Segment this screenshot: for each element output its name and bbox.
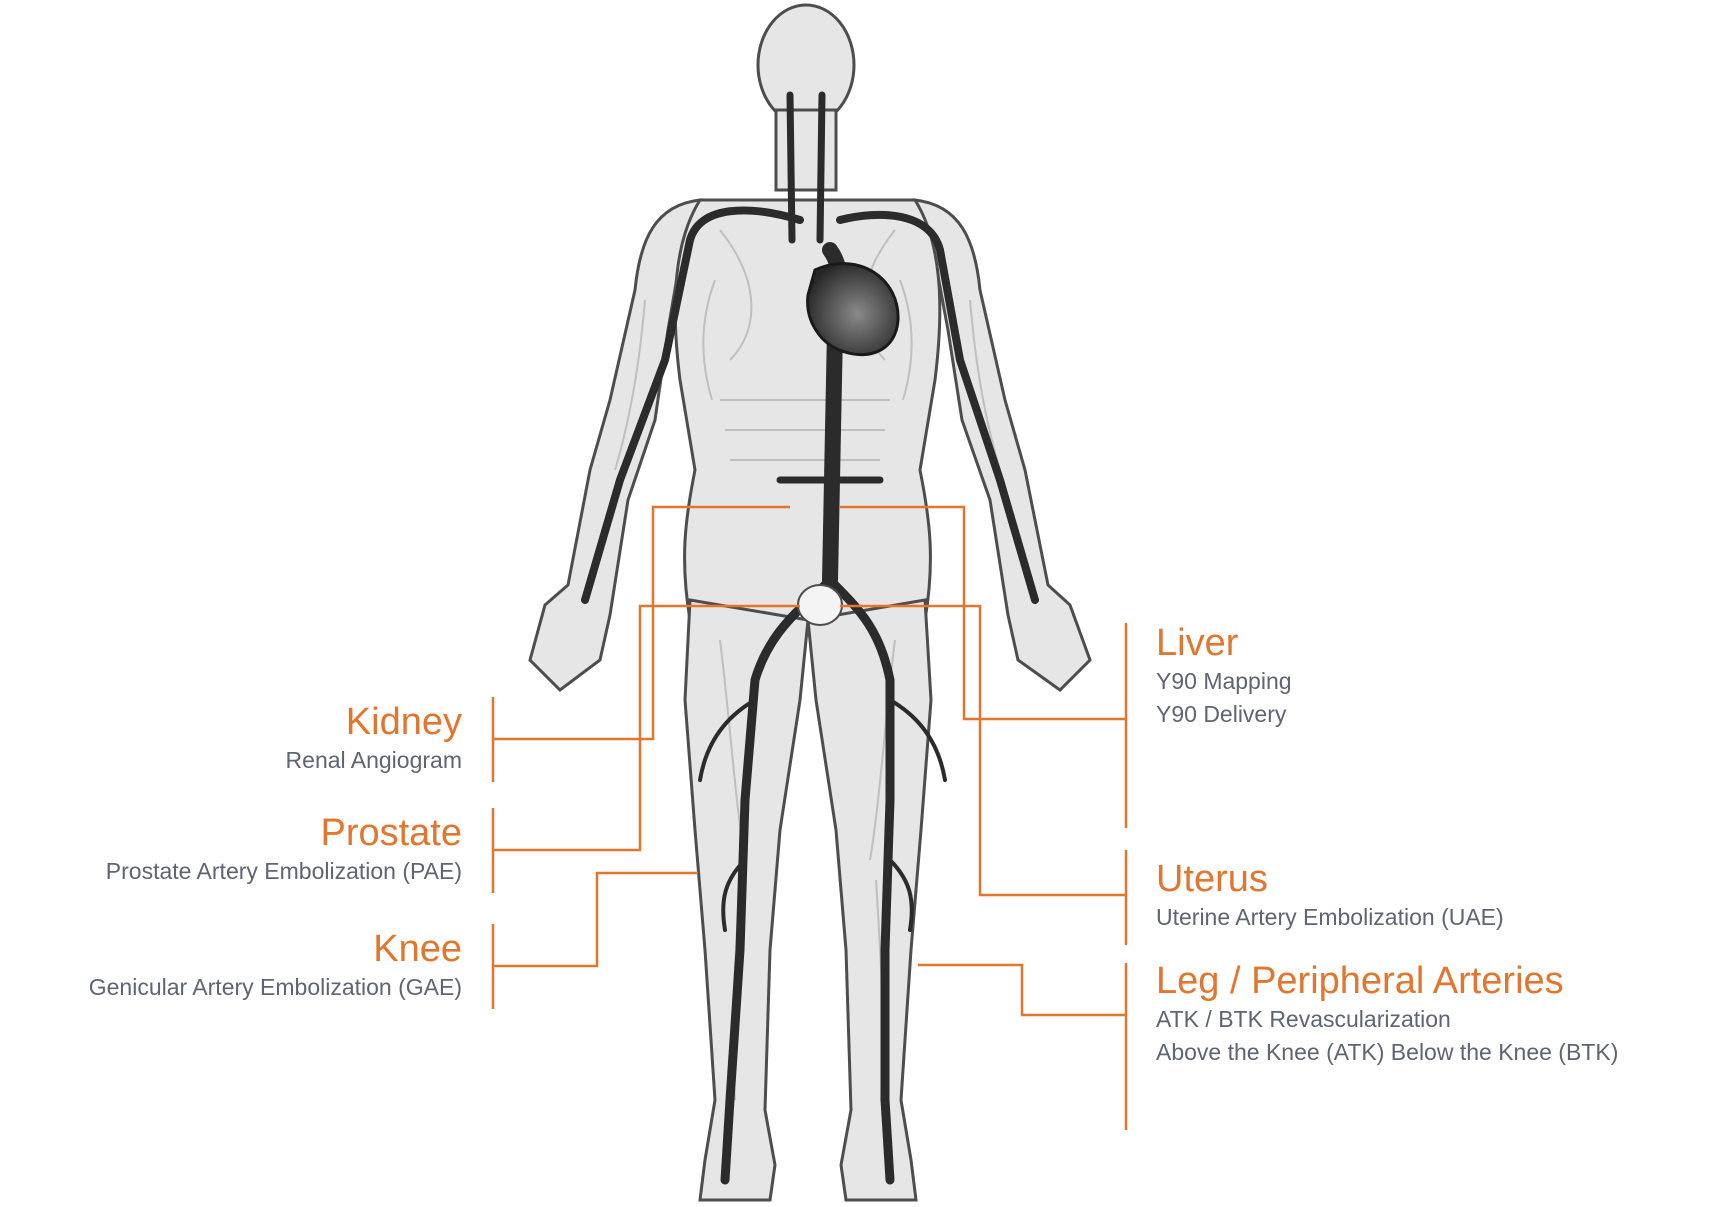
callout-uterus: Uterus Uterine Artery Embolization (UAE) bbox=[1156, 857, 1504, 934]
knee-leader bbox=[493, 873, 698, 966]
kidney-title: Kidney bbox=[286, 700, 462, 744]
callout-knee: Knee Genicular Artery Embolization (GAE) bbox=[89, 927, 462, 1004]
callout-prostate: Prostate Prostate Artery Embolization (P… bbox=[106, 811, 462, 888]
callout-liver: Liver Y90 Mapping Y90 Delivery bbox=[1156, 621, 1292, 731]
knee-line-1: Genicular Artery Embolization (GAE) bbox=[89, 971, 462, 1004]
uterus-line-1: Uterine Artery Embolization (UAE) bbox=[1156, 901, 1504, 934]
neck bbox=[776, 110, 836, 190]
leg-line-1: ATK / BTK Revascularization bbox=[1156, 1003, 1618, 1036]
callout-leg: Leg / Peripheral Arteries ATK / BTK Reva… bbox=[1156, 959, 1618, 1069]
callout-kidney: Kidney Renal Angiogram bbox=[286, 700, 462, 777]
leg-title: Leg / Peripheral Arteries bbox=[1156, 959, 1618, 1003]
body-figure bbox=[530, 5, 1090, 1200]
knee-title: Knee bbox=[89, 927, 462, 971]
pelvis bbox=[798, 585, 842, 625]
liver-line-2: Y90 Delivery bbox=[1156, 698, 1292, 731]
left-arm bbox=[530, 200, 700, 690]
liver-title: Liver bbox=[1156, 621, 1292, 665]
liver-line-1: Y90 Mapping bbox=[1156, 665, 1292, 698]
kidney-line-1: Renal Angiogram bbox=[286, 744, 462, 777]
left-leg bbox=[685, 600, 808, 1200]
uterus-title: Uterus bbox=[1156, 857, 1504, 901]
head bbox=[758, 5, 854, 125]
prostate-line-1: Prostate Artery Embolization (PAE) bbox=[106, 855, 462, 888]
leg-leader bbox=[918, 965, 1126, 1015]
prostate-title: Prostate bbox=[106, 811, 462, 855]
torso bbox=[675, 200, 940, 620]
leg-line-2: Above the Knee (ATK) Below the Knee (BTK… bbox=[1156, 1036, 1618, 1069]
